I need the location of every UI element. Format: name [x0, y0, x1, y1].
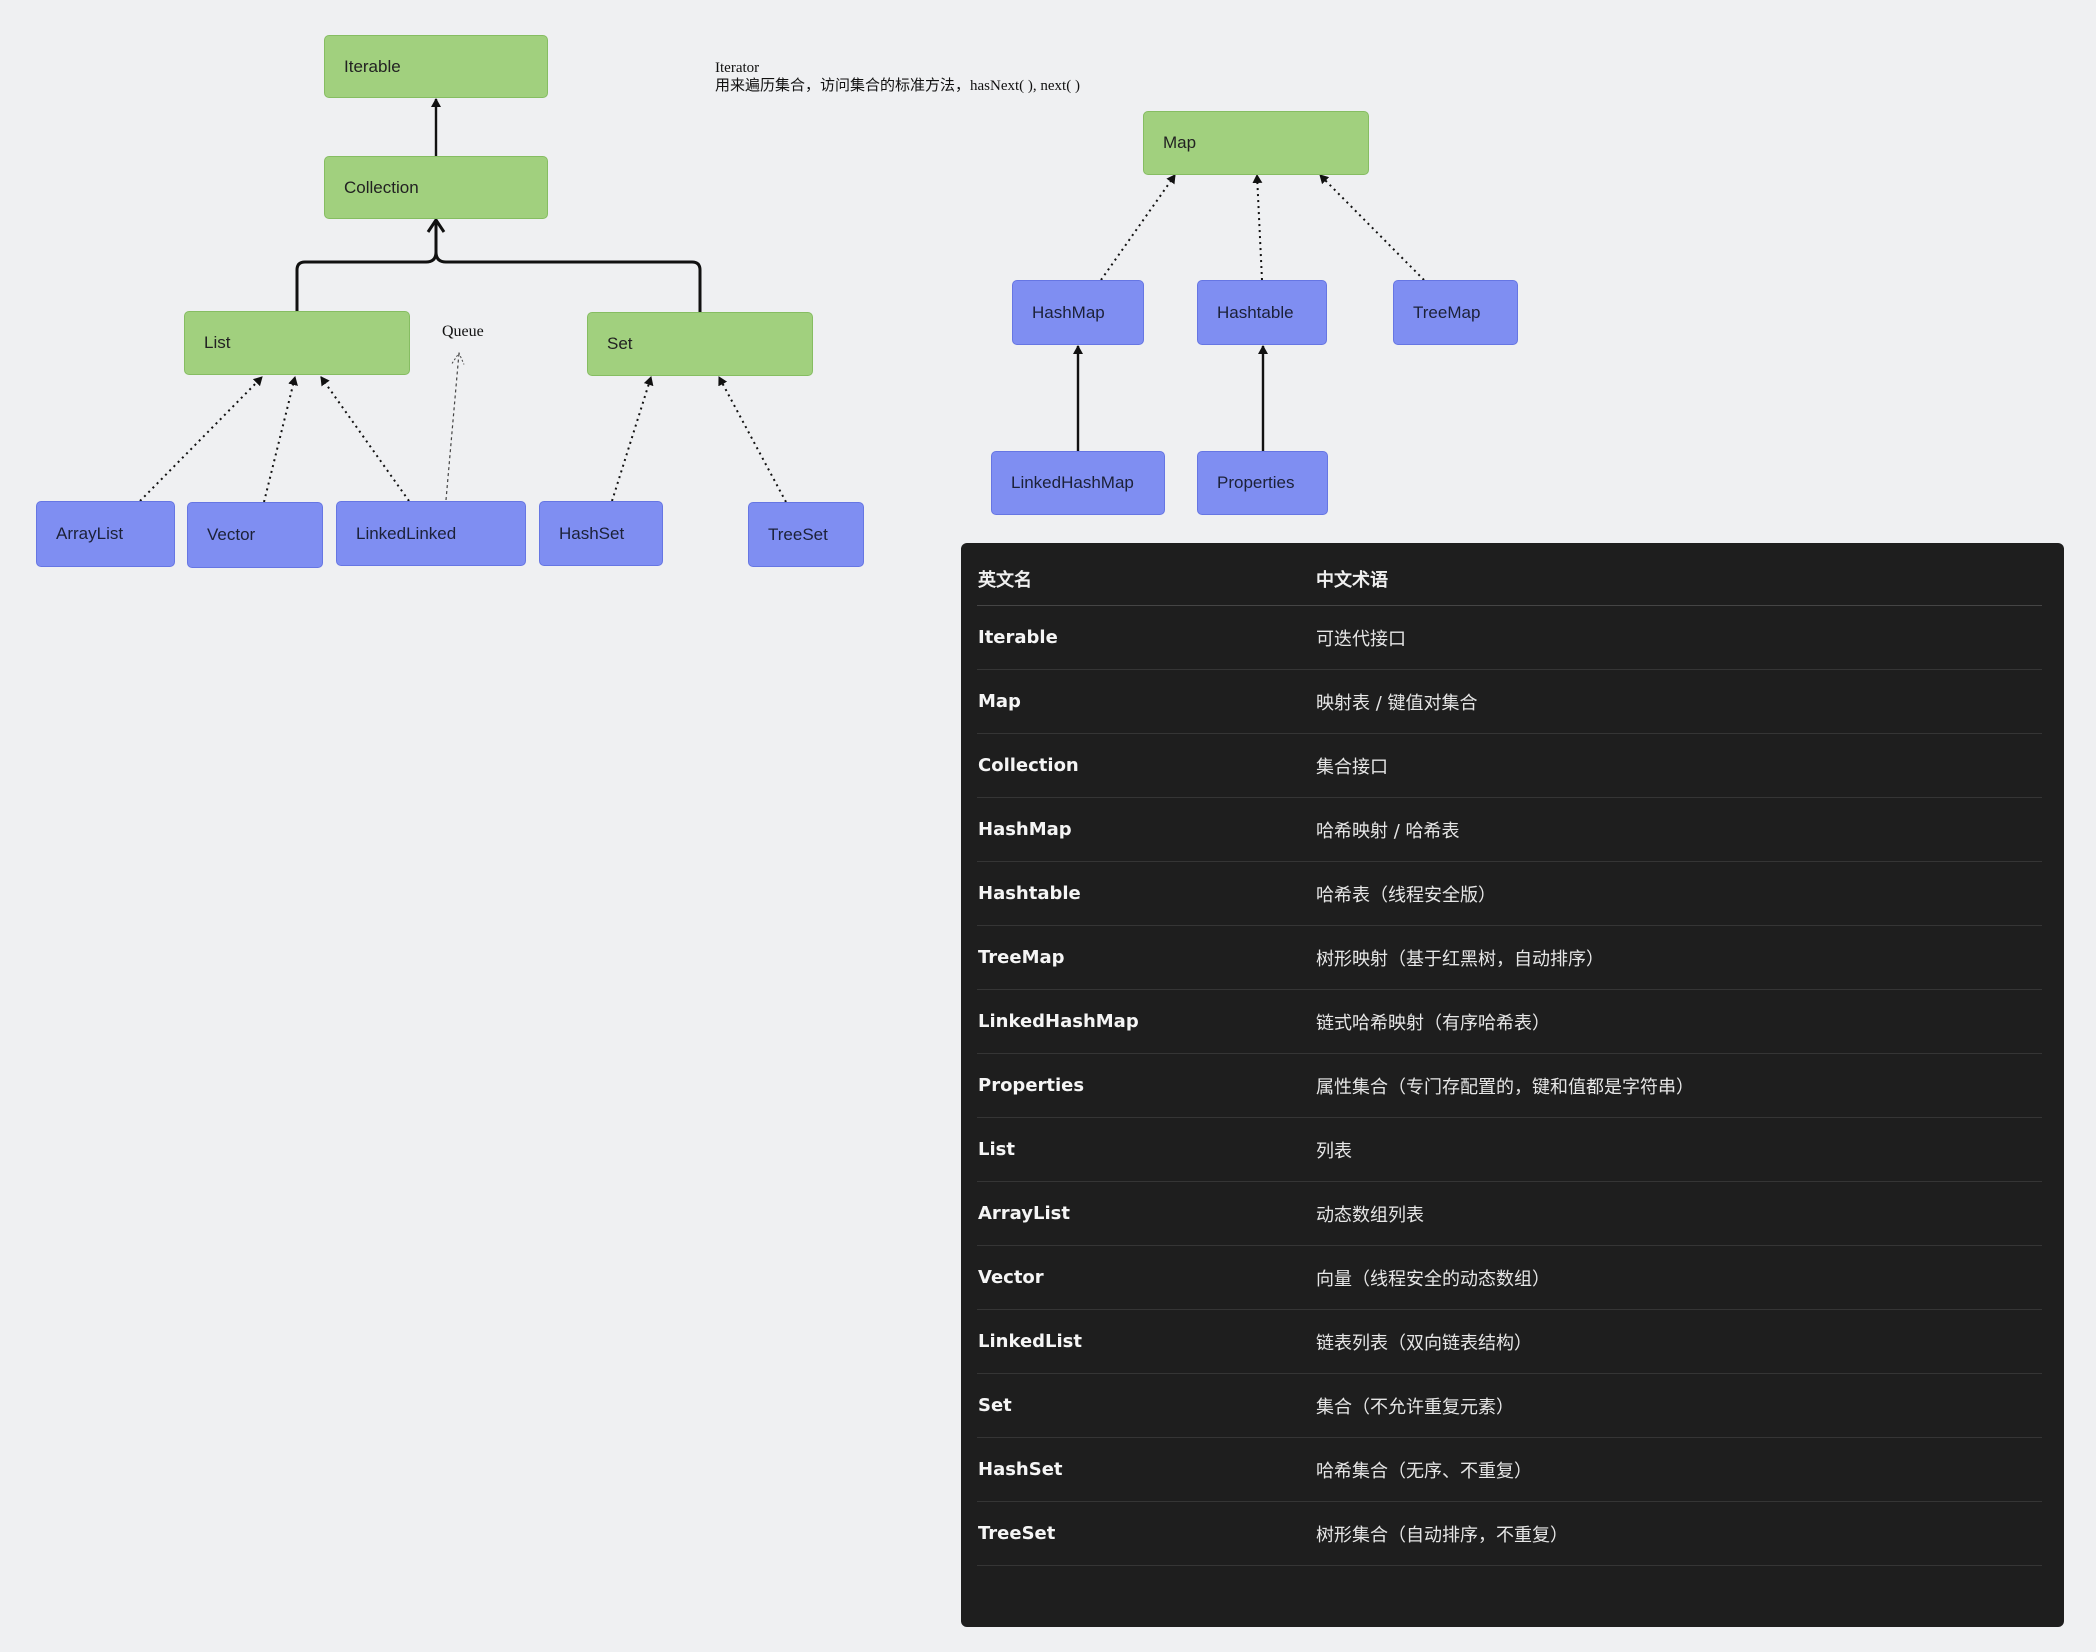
node-label: List — [204, 333, 231, 352]
edge-hashset-set — [611, 376, 654, 502]
iterator-note: Iterator 用来遍历集合，访问集合的标准方法，hasNext( ), ne… — [715, 59, 1080, 95]
term-english: LinkedHashMap — [977, 989, 1315, 1054]
term-english: Map — [977, 669, 1315, 734]
node-linkedlinked[interactable]: LinkedLinked — [336, 501, 526, 566]
term-english: Vector — [977, 1245, 1315, 1310]
node-label: Hashtable — [1217, 302, 1294, 322]
node-treeset[interactable]: TreeSet — [748, 502, 864, 567]
term-chinese: 树形映射（基于红黑树，自动排序） — [1315, 925, 2042, 990]
node-map[interactable]: Map — [1143, 111, 1369, 175]
node-label: ArrayList — [56, 524, 124, 543]
term-chinese: 映射表 / 键值对集合 — [1315, 669, 2042, 734]
edge-linkedlinked-queue — [445, 351, 465, 501]
term-english: HashSet — [977, 1437, 1315, 1502]
node-label: LinkedLinked — [356, 523, 457, 543]
header-english: 英文名 — [977, 553, 1315, 606]
edge-treemap-map — [1319, 174, 1425, 281]
term-chinese: 集合（不允许重复元素） — [1315, 1373, 2042, 1438]
glossary-header-row: 英文名 中文术语 — [977, 553, 2042, 606]
node-hashset[interactable]: HashSet — [539, 501, 663, 566]
term-chinese: 哈希映射 / 哈希表 — [1315, 797, 2042, 862]
edge-list-collection — [295, 221, 438, 311]
queue-label: Queue — [442, 323, 484, 340]
term-chinese: 链表列表（双向链表结构） — [1315, 1309, 2042, 1374]
collection-open-arrowhead — [426, 217, 446, 233]
iterator-note-text: 用来遍历集合，访问集合的标准方法，hasNext( ), next( ) — [715, 78, 1080, 94]
node-list[interactable]: List — [184, 311, 410, 375]
term-chinese: 向量（线程安全的动态数组） — [1315, 1245, 2042, 1310]
term-chinese: 可迭代接口 — [1315, 605, 2042, 670]
node-properties[interactable]: Properties — [1197, 451, 1328, 515]
term-english: Iterable — [977, 605, 1315, 670]
node-treemap[interactable]: TreeMap — [1393, 280, 1518, 345]
term-chinese: 集合接口 — [1315, 733, 2042, 798]
node-label: Properties — [1217, 473, 1295, 492]
term-english: Collection — [977, 733, 1315, 798]
term-english: Set — [977, 1373, 1315, 1438]
node-label: Map — [1163, 133, 1197, 152]
term-chinese: 动态数组列表 — [1315, 1181, 2042, 1246]
term-english: TreeSet — [977, 1501, 1315, 1566]
edge-hashmap-map — [1100, 174, 1176, 281]
node-hashmap[interactable]: HashMap — [1012, 280, 1144, 345]
node-linkedhashmap[interactable]: LinkedHashMap — [991, 451, 1165, 515]
node-label: TreeMap — [1413, 302, 1481, 322]
iterator-note-title: Iterator — [715, 60, 760, 76]
edge-treeset-set — [718, 376, 787, 503]
node-label: TreeSet — [768, 524, 828, 544]
term-chinese: 哈希集合（无序、不重复） — [1315, 1437, 2042, 1502]
term-chinese: 属性集合（专门存配置的，键和值都是字符串） — [1315, 1053, 2042, 1118]
edge-hashtable-map — [1252, 174, 1263, 281]
node-label: Collection — [344, 177, 419, 197]
node-label: HashMap — [1032, 302, 1105, 322]
node-hashtable[interactable]: Hashtable — [1197, 280, 1327, 345]
node-set[interactable]: Set — [587, 312, 813, 376]
node-label: HashSet — [559, 523, 625, 543]
edge-vector-list — [263, 376, 298, 503]
term-chinese: 列表 — [1315, 1117, 2042, 1182]
edge-linkedlinked-list — [320, 376, 410, 502]
node-label: Set — [607, 334, 633, 353]
term-chinese: 哈希表（线程安全版） — [1315, 861, 2042, 926]
node-label: Vector — [207, 525, 256, 544]
edge-set-collection — [434, 221, 702, 312]
term-english: List — [977, 1117, 1315, 1182]
term-english: HashMap — [977, 797, 1315, 862]
node-collection[interactable]: Collection — [324, 156, 548, 219]
edge-arraylist-list — [139, 376, 263, 502]
term-english: Properties — [977, 1053, 1315, 1118]
node-arraylist[interactable]: ArrayList — [36, 501, 175, 567]
term-english: LinkedList — [977, 1309, 1315, 1374]
term-chinese: 链式哈希映射（有序哈希表） — [1315, 989, 2042, 1054]
term-english: ArrayList — [977, 1181, 1315, 1246]
node-label: Iterable — [344, 56, 401, 76]
header-chinese: 中文术语 — [1315, 553, 2042, 606]
node-vector[interactable]: Vector — [187, 502, 323, 568]
node-label: LinkedHashMap — [1011, 473, 1134, 492]
node-iterable[interactable]: Iterable — [324, 35, 548, 98]
term-chinese: 树形集合（自动排序，不重复） — [1315, 1501, 2042, 1566]
term-english: Hashtable — [977, 861, 1315, 926]
term-english: TreeMap — [977, 925, 1315, 990]
